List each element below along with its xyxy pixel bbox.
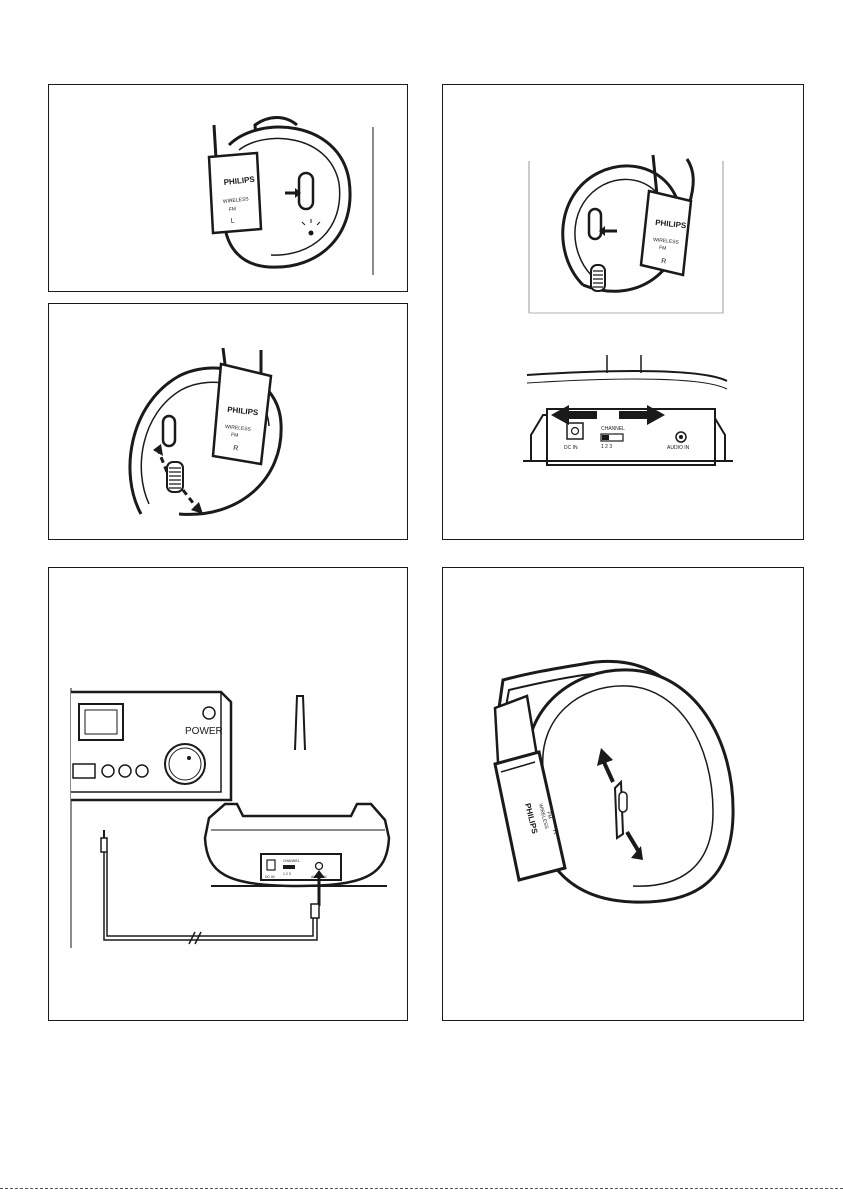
channel-label: CHANNEL: [601, 426, 625, 432]
dc-in-label: DC IN: [265, 875, 275, 879]
panel-headband-adjust: PHILIPS WIRELESS FM R: [442, 567, 804, 1021]
page-edge-rule: [0, 1188, 843, 1189]
dc-in-label: DC IN: [564, 445, 578, 451]
volume-wheel-shape: [167, 462, 183, 492]
fm-label: FM: [659, 245, 667, 252]
power-button-shape: [163, 416, 175, 446]
dc-in-jack: [567, 423, 583, 439]
connection-illustration: POWER DC IN CHANNEL 1 2 3 AUDIO IN: [49, 568, 409, 1022]
panel-volume-wheel: PHILIPS WIRELESS FM R: [48, 303, 408, 540]
stereo-unit: POWER: [71, 692, 231, 800]
headband-adjust-illustration: PHILIPS WIRELESS FM R: [443, 568, 805, 1022]
power-label: POWER: [185, 726, 223, 737]
volume-knob: [165, 744, 205, 784]
headphone-left-illustration: PHILIPS WIRELESS FM L: [49, 85, 409, 293]
headphone-right-illustration: PHILIPS WIRELESS FM R: [49, 304, 409, 541]
fm-label: FM: [229, 206, 237, 213]
channel-numbers: 1 2 3: [601, 444, 612, 450]
channel-numbers: 1 2 3: [283, 872, 291, 876]
volume-wheel-shape: [591, 265, 605, 291]
power-button-shape: [589, 209, 601, 239]
side-label: R: [661, 258, 667, 265]
led-indicator: [309, 231, 314, 236]
channel-illustration: PHILIPS WIRELESS FM R DC IN CHANNEL 1 2 …: [443, 85, 805, 541]
panel-channel-select: PHILIPS WIRELESS FM R DC IN CHANNEL 1 2 …: [442, 84, 804, 540]
power-button-shape: [299, 173, 313, 209]
audio-in-label: AUDIO IN: [667, 445, 690, 451]
panel-connect-source: POWER DC IN CHANNEL 1 2 3 AUDIO IN: [48, 567, 408, 1021]
panel-power-button: PHILIPS WIRELESS FM L: [48, 84, 408, 292]
transmitter: DC IN CHANNEL 1 2 3 AUDIO IN: [205, 696, 389, 886]
channel-switch: [283, 865, 295, 869]
power-button-shape: [619, 792, 627, 812]
fm-label: FM: [231, 432, 239, 439]
side-label: R: [233, 445, 239, 452]
channel-label: CHANNEL: [283, 859, 300, 863]
